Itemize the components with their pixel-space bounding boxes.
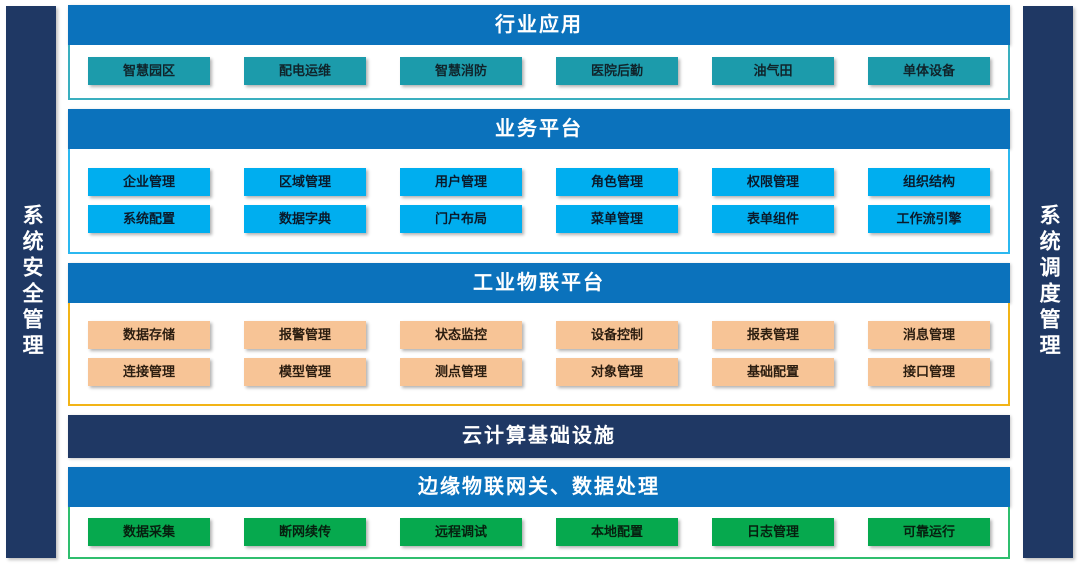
- chip-reliable-operation[interactable]: 可靠运行: [868, 518, 990, 547]
- right-rail-system-scheduling-management: 系统调度管理: [1023, 6, 1073, 558]
- chip-permission-management[interactable]: 权限管理: [712, 168, 834, 197]
- layer-industry-application-body: 智慧园区 配电运维 智慧消防 医院后勤 油气田 单体设备: [68, 45, 1010, 100]
- chip-offline-resume-transfer[interactable]: 断网续传: [244, 518, 366, 547]
- chip-enterprise-management[interactable]: 企业管理: [88, 168, 210, 197]
- left-rail-label: 系统安全管理: [20, 204, 44, 360]
- chip-connection-management[interactable]: 连接管理: [88, 358, 210, 387]
- layer-cloud-infrastructure-title: 云计算基础设施: [68, 415, 1010, 459]
- chip-standalone-device[interactable]: 单体设备: [868, 57, 990, 86]
- layer-business-platform: 业务平台 企业管理 区域管理 用户管理 角色管理 权限管理 组织结构 系统配置 …: [68, 108, 1010, 255]
- chip-organization-structure[interactable]: 组织结构: [868, 168, 990, 197]
- chip-hospital-logistics[interactable]: 医院后勤: [556, 57, 678, 86]
- chip-row: 系统配置 数据字典 门户布局 菜单管理 表单组件 工作流引擎: [88, 205, 990, 234]
- chip-row: 连接管理 模型管理 测点管理 对象管理 基础配置 接口管理: [88, 358, 990, 387]
- layer-industrial-iot-platform: 工业物联平台 数据存储 报警管理 状态监控 设备控制 报表管理 消息管理 连接管…: [68, 263, 1010, 407]
- chip-portal-layout[interactable]: 门户布局: [400, 205, 522, 234]
- right-rail-label: 系统调度管理: [1037, 204, 1061, 360]
- layer-business-platform-body: 企业管理 区域管理 用户管理 角色管理 权限管理 组织结构 系统配置 数据字典 …: [68, 148, 1010, 255]
- chip-interface-management[interactable]: 接口管理: [868, 358, 990, 387]
- chip-user-management[interactable]: 用户管理: [400, 168, 522, 197]
- chip-region-management[interactable]: 区域管理: [244, 168, 366, 197]
- layer-edge-gateway: 边缘物联网关、数据处理 数据采集 断网续传 远程调试 本地配置 日志管理 可靠运…: [68, 467, 1010, 559]
- chip-system-configuration[interactable]: 系统配置: [88, 205, 210, 234]
- layer-cloud-infrastructure: 云计算基础设施: [68, 415, 1010, 459]
- chip-message-management[interactable]: 消息管理: [868, 321, 990, 350]
- chip-basic-configuration[interactable]: 基础配置: [712, 358, 834, 387]
- chip-remote-debugging[interactable]: 远程调试: [400, 518, 522, 547]
- chip-row: 企业管理 区域管理 用户管理 角色管理 权限管理 组织结构: [88, 168, 990, 197]
- chip-measuring-point-management[interactable]: 测点管理: [400, 358, 522, 387]
- chip-row: 数据采集 断网续传 远程调试 本地配置 日志管理 可靠运行: [88, 518, 990, 547]
- layer-edge-gateway-title: 边缘物联网关、数据处理: [68, 467, 1010, 508]
- chip-smart-park[interactable]: 智慧园区: [88, 57, 210, 86]
- layer-industrial-iot-platform-body: 数据存储 报警管理 状态监控 设备控制 报表管理 消息管理 连接管理 模型管理 …: [68, 303, 1010, 407]
- chip-row: 智慧园区 配电运维 智慧消防 医院后勤 油气田 单体设备: [88, 57, 990, 86]
- chip-smart-firefighting[interactable]: 智慧消防: [400, 57, 522, 86]
- chip-report-management[interactable]: 报表管理: [712, 321, 834, 350]
- chip-power-distribution-ops[interactable]: 配电运维: [244, 57, 366, 86]
- layer-industrial-iot-platform-title: 工业物联平台: [68, 263, 1010, 304]
- layer-industry-application: 行业应用 智慧园区 配电运维 智慧消防 医院后勤 油气田 单体设备: [68, 5, 1010, 100]
- chip-form-component[interactable]: 表单组件: [712, 205, 834, 234]
- chip-local-configuration[interactable]: 本地配置: [556, 518, 678, 547]
- chip-oil-gas-field[interactable]: 油气田: [712, 57, 834, 86]
- chip-log-management[interactable]: 日志管理: [712, 518, 834, 547]
- chip-model-management[interactable]: 模型管理: [244, 358, 366, 387]
- chip-data-acquisition[interactable]: 数据采集: [88, 518, 210, 547]
- chip-device-control[interactable]: 设备控制: [556, 321, 678, 350]
- left-rail-system-security-management: 系统安全管理: [6, 6, 56, 558]
- chip-workflow-engine[interactable]: 工作流引擎: [868, 205, 990, 234]
- chip-menu-management[interactable]: 菜单管理: [556, 205, 678, 234]
- chip-object-management[interactable]: 对象管理: [556, 358, 678, 387]
- chip-alarm-management[interactable]: 报警管理: [244, 321, 366, 350]
- layer-industry-application-title: 行业应用: [68, 5, 1010, 45]
- chip-role-management[interactable]: 角色管理: [556, 168, 678, 197]
- chip-data-dictionary[interactable]: 数据字典: [244, 205, 366, 234]
- layer-edge-gateway-body: 数据采集 断网续传 远程调试 本地配置 日志管理 可靠运行: [68, 507, 1010, 559]
- chip-row: 数据存储 报警管理 状态监控 设备控制 报表管理 消息管理: [88, 321, 990, 350]
- layer-stack: 行业应用 智慧园区 配电运维 智慧消防 医院后勤 油气田 单体设备 业务平台 企…: [68, 5, 1010, 559]
- layer-business-platform-title: 业务平台: [68, 108, 1010, 149]
- chip-data-storage[interactable]: 数据存储: [88, 321, 210, 350]
- chip-status-monitoring[interactable]: 状态监控: [400, 321, 522, 350]
